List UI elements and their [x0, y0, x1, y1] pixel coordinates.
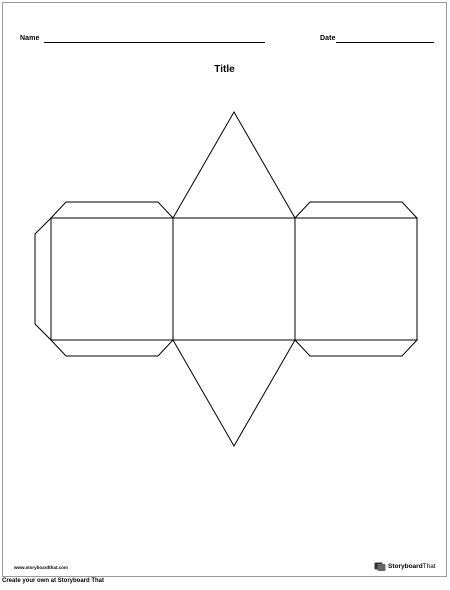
- date-field-line[interactable]: [336, 42, 434, 43]
- top-triangle-face: [172, 110, 296, 219]
- left-side-tab: [34, 216, 52, 342]
- center-square-face: [172, 217, 296, 341]
- left-square-face: [50, 217, 174, 341]
- bottom-triangle-face: [172, 339, 296, 448]
- site-url[interactable]: www.storyboardthat.com: [14, 565, 68, 570]
- name-field-line[interactable]: [44, 42, 265, 43]
- date-label: Date: [320, 35, 336, 42]
- worksheet-title: Title: [214, 64, 235, 75]
- footer-caption[interactable]: Create your own at Storyboard That: [2, 578, 105, 584]
- prism-net-diagram: [34, 110, 419, 448]
- storyboard-that-logo[interactable]: StoryboardThat: [374, 561, 436, 572]
- storyboard-logo-icon: [374, 562, 386, 571]
- brand-that-text: That: [422, 563, 436, 570]
- right-top-tab: [293, 201, 419, 219]
- brand-story-text: Storyboard: [388, 563, 423, 570]
- right-bottom-tab: [293, 339, 419, 357]
- brand-wordmark: StoryboardThat: [388, 563, 436, 570]
- worksheet-page: Name Date Title www.storyboardthat.com: [2, 2, 447, 577]
- right-square-face: [294, 217, 418, 341]
- name-label: Name: [20, 35, 40, 42]
- left-top-tab: [49, 201, 175, 219]
- left-bottom-tab: [49, 339, 175, 357]
